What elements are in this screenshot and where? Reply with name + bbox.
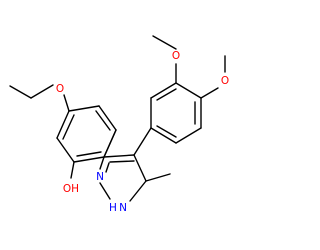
bond (145, 173, 171, 182)
bond-layer (9, 35, 226, 202)
bond (200, 87, 219, 99)
bond (99, 156, 105, 170)
oxygen-label-top: O (172, 50, 180, 62)
nitrogen-label-n1: N (96, 171, 104, 183)
bond (56, 137, 75, 163)
bond (175, 127, 202, 144)
bond (9, 85, 32, 99)
oxygen-label-ethoxy: O (56, 83, 64, 95)
bond (63, 94, 70, 112)
bond (105, 162, 110, 173)
nitrogen-label-nh: N (119, 202, 127, 214)
hydroxyl-label: OH (63, 183, 79, 195)
bond (103, 154, 135, 158)
hydrogen-label-nh: H (109, 202, 117, 214)
bond (30, 84, 54, 99)
bond (156, 125, 177, 138)
bond (68, 105, 100, 112)
bond (150, 127, 177, 144)
bond (133, 127, 152, 156)
bond (70, 161, 75, 179)
bond (95, 110, 111, 131)
bond (98, 105, 117, 131)
bond (175, 82, 202, 99)
bond (150, 82, 177, 99)
bond (76, 151, 102, 157)
bond (109, 160, 135, 163)
bond (156, 88, 177, 101)
atom-label-layer: O O O OH N N H (56, 50, 229, 214)
bond (133, 154, 147, 182)
bond (62, 114, 75, 140)
bond (129, 180, 147, 202)
bond (103, 129, 117, 158)
bond (56, 110, 70, 139)
bond (73, 156, 105, 163)
oxygen-label-right: O (221, 75, 229, 87)
bond (99, 182, 111, 200)
bond (152, 35, 177, 50)
molecule-structure: O O O OH N N H (9, 35, 229, 214)
